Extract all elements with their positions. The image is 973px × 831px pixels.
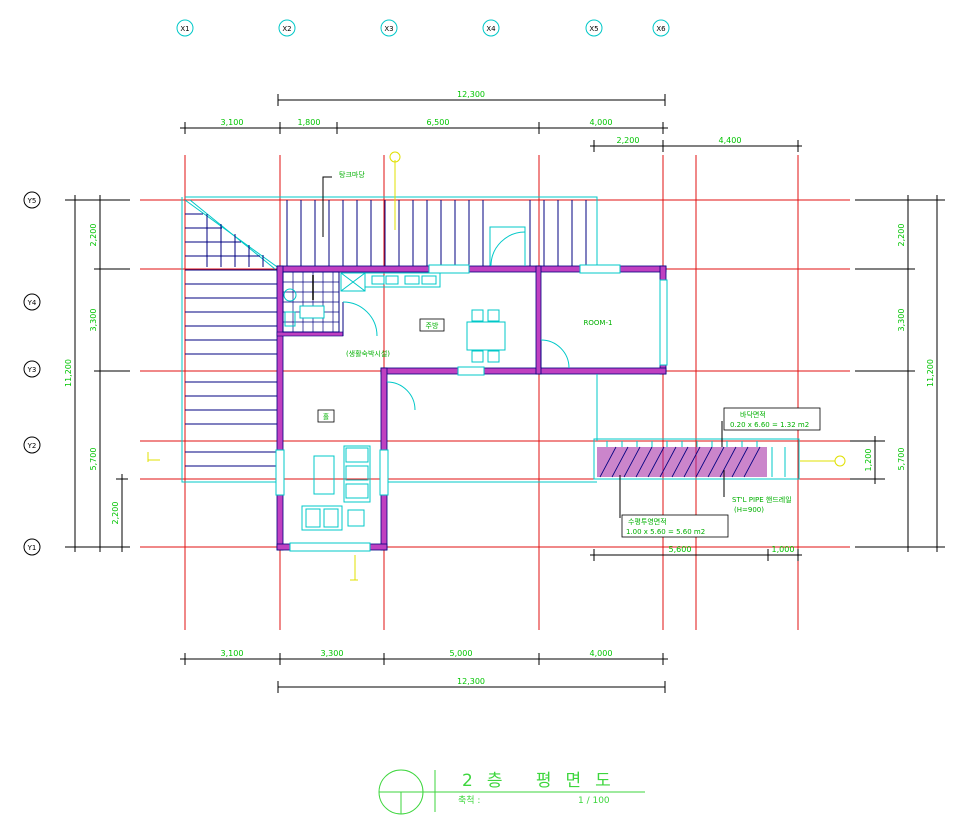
grid-label-x5: X5 bbox=[589, 25, 598, 33]
dim-left-seg-1: 2,200 bbox=[89, 224, 98, 247]
grid-label-x4: X4 bbox=[486, 25, 496, 33]
dim-left-small: 2,200 bbox=[111, 502, 120, 525]
dim-right-overall: 11,200 bbox=[926, 359, 935, 387]
dimensions-bottom bbox=[180, 549, 802, 693]
grid-bubbles-x: X1 X2 X3 X4 X5 X6 bbox=[176, 19, 670, 37]
label-deck: 탕크마당 bbox=[339, 170, 365, 179]
label-hall: 홀 bbox=[323, 412, 330, 421]
dim-top-right-2: 4,400 bbox=[719, 136, 742, 145]
grid-label-x6: X6 bbox=[656, 25, 666, 33]
grid-bubbles-y: Y5 Y4 Y3 Y2 Y1 bbox=[23, 191, 41, 556]
note-pipe-title: ST'L PIPE 핸드레일 bbox=[732, 495, 792, 504]
dim-bottom-seg-3: 5,000 bbox=[450, 649, 473, 658]
grid-label-y5: Y5 bbox=[27, 197, 37, 205]
section-markers bbox=[147, 151, 846, 581]
dim-right-seg-1: 2,200 bbox=[897, 224, 906, 247]
dim-bottom-right-2: 1,000 bbox=[772, 545, 795, 554]
dim-right-small: 1,200 bbox=[864, 449, 873, 472]
dim-right-seg-2: 3,300 bbox=[897, 309, 906, 332]
grid-bubble-y1: Y1 bbox=[23, 538, 41, 556]
dim-left-seg-2: 3,300 bbox=[89, 309, 98, 332]
scale-label: 축척 : bbox=[458, 795, 480, 806]
grid-bubble-y3: Y3 bbox=[23, 360, 41, 378]
dim-right-seg-3: 5,700 bbox=[897, 448, 906, 471]
bath-stair-block bbox=[282, 271, 340, 333]
grid-label-x2: X2 bbox=[282, 25, 291, 33]
drawing-title: 2층 평면도 bbox=[462, 771, 625, 791]
grid-label-y2: Y2 bbox=[27, 442, 37, 450]
label-living-area: (생활숙박시설) bbox=[346, 349, 390, 358]
note-box-projection bbox=[621, 514, 729, 538]
grid-bubble-x2: X2 bbox=[278, 19, 296, 37]
dim-top-seg-4: 4,000 bbox=[590, 118, 613, 127]
dimensions-right bbox=[850, 195, 945, 552]
dim-bottom-seg-2: 3,300 bbox=[321, 649, 344, 658]
dim-top-seg-1: 3,100 bbox=[221, 118, 244, 127]
dim-left-seg-3: 5,700 bbox=[89, 448, 98, 471]
grid-label-x3: X3 bbox=[384, 25, 393, 33]
note-floor-area-title: 바닥면적 bbox=[740, 410, 766, 419]
label-kitchen: 주방 bbox=[426, 321, 439, 330]
grid-bubble-x5: X5 bbox=[585, 19, 603, 37]
grid-label-y4: Y4 bbox=[27, 299, 37, 307]
grid-label-x1: X1 bbox=[180, 25, 189, 33]
grid-bubble-y5: Y5 bbox=[23, 191, 41, 209]
label-room1: ROOM-1 bbox=[584, 319, 613, 327]
dim-bottom-seg-4: 4,000 bbox=[590, 649, 613, 658]
dim-bottom-right-1: 5,600 bbox=[669, 545, 692, 554]
dim-top-seg-3: 6,500 bbox=[427, 118, 450, 127]
dim-bottom-seg-1: 3,100 bbox=[221, 649, 244, 658]
grid-lines bbox=[140, 155, 850, 630]
dim-bottom-overall: 12,300 bbox=[457, 677, 485, 686]
grid-label-y3: Y3 bbox=[27, 366, 37, 374]
deck-boards-left bbox=[185, 213, 278, 467]
dim-top-overall: 12,300 bbox=[457, 90, 485, 99]
dim-top-seg-2: 1,800 bbox=[298, 118, 321, 127]
walls bbox=[276, 265, 667, 551]
leader-lines bbox=[322, 176, 725, 518]
dim-top-right-1: 2,200 bbox=[617, 136, 640, 145]
balcony bbox=[593, 374, 800, 480]
grid-bubble-y4: Y4 bbox=[23, 293, 41, 311]
grid-label-y1: Y1 bbox=[27, 544, 37, 552]
grid-bubble-x3: X3 bbox=[380, 19, 398, 37]
note-projection-title: 수평투영면적 bbox=[628, 517, 667, 526]
note-box-floor-area bbox=[723, 407, 821, 431]
note-pipe-sub: (H=900) bbox=[734, 506, 764, 514]
grid-bubble-x1: X1 bbox=[176, 19, 194, 37]
title-block: 2층 평면도 축척 : 1 / 100 bbox=[378, 769, 645, 815]
windows bbox=[275, 264, 668, 552]
dim-left-overall: 11,200 bbox=[64, 359, 73, 387]
doors bbox=[342, 231, 570, 411]
grid-bubble-x4: X4 bbox=[482, 19, 500, 37]
grid-bubble-x6: X6 bbox=[652, 19, 670, 37]
note-projection-calc: 1.00 x 5.60 = 5.60 m2 bbox=[626, 528, 705, 536]
deck-boards-top bbox=[206, 200, 587, 267]
scale-value: 1 / 100 bbox=[578, 796, 610, 806]
dining-table bbox=[466, 309, 506, 363]
note-floor-area-calc: 0.20 x 6.60 = 1.32 m2 bbox=[730, 421, 809, 429]
kitchen-fixtures bbox=[340, 272, 441, 292]
dimensions-top bbox=[180, 94, 802, 152]
grid-bubble-y2: Y2 bbox=[23, 436, 41, 454]
dimensions-left bbox=[65, 195, 130, 552]
living-furniture bbox=[301, 445, 371, 531]
